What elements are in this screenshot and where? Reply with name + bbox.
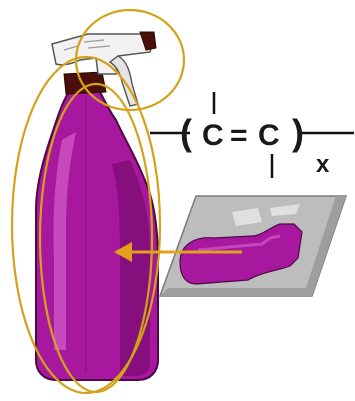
nozzle-tip xyxy=(139,31,157,51)
transfer-arrow xyxy=(114,242,242,262)
formula-double-bond: = xyxy=(230,119,248,152)
arrow-head xyxy=(114,242,132,262)
trigger-outline-ellipse xyxy=(74,8,186,112)
bottle-shade xyxy=(112,160,150,376)
bottle-cap xyxy=(63,71,107,95)
bottle-outline-ellipse-inner xyxy=(38,82,154,394)
formula-open-paren: ( xyxy=(180,112,192,153)
highlight-ellipses xyxy=(10,8,186,395)
formula-atom-left: C xyxy=(202,119,224,152)
plastic-film xyxy=(158,195,348,297)
trigger-shading xyxy=(63,39,111,51)
film-trigger-imprint xyxy=(232,204,300,226)
bottle-highlight xyxy=(53,132,76,350)
formula-atom-right: C xyxy=(258,119,280,152)
formula-close-paren: ) xyxy=(292,112,304,153)
formula-subscript: x xyxy=(316,151,330,178)
film-imprint-highlight xyxy=(197,234,281,252)
bottle-outline-ellipse-outer xyxy=(10,55,162,395)
spray-bottle xyxy=(35,31,159,381)
polymer-formula: ( C = C ) x xyxy=(150,92,354,178)
